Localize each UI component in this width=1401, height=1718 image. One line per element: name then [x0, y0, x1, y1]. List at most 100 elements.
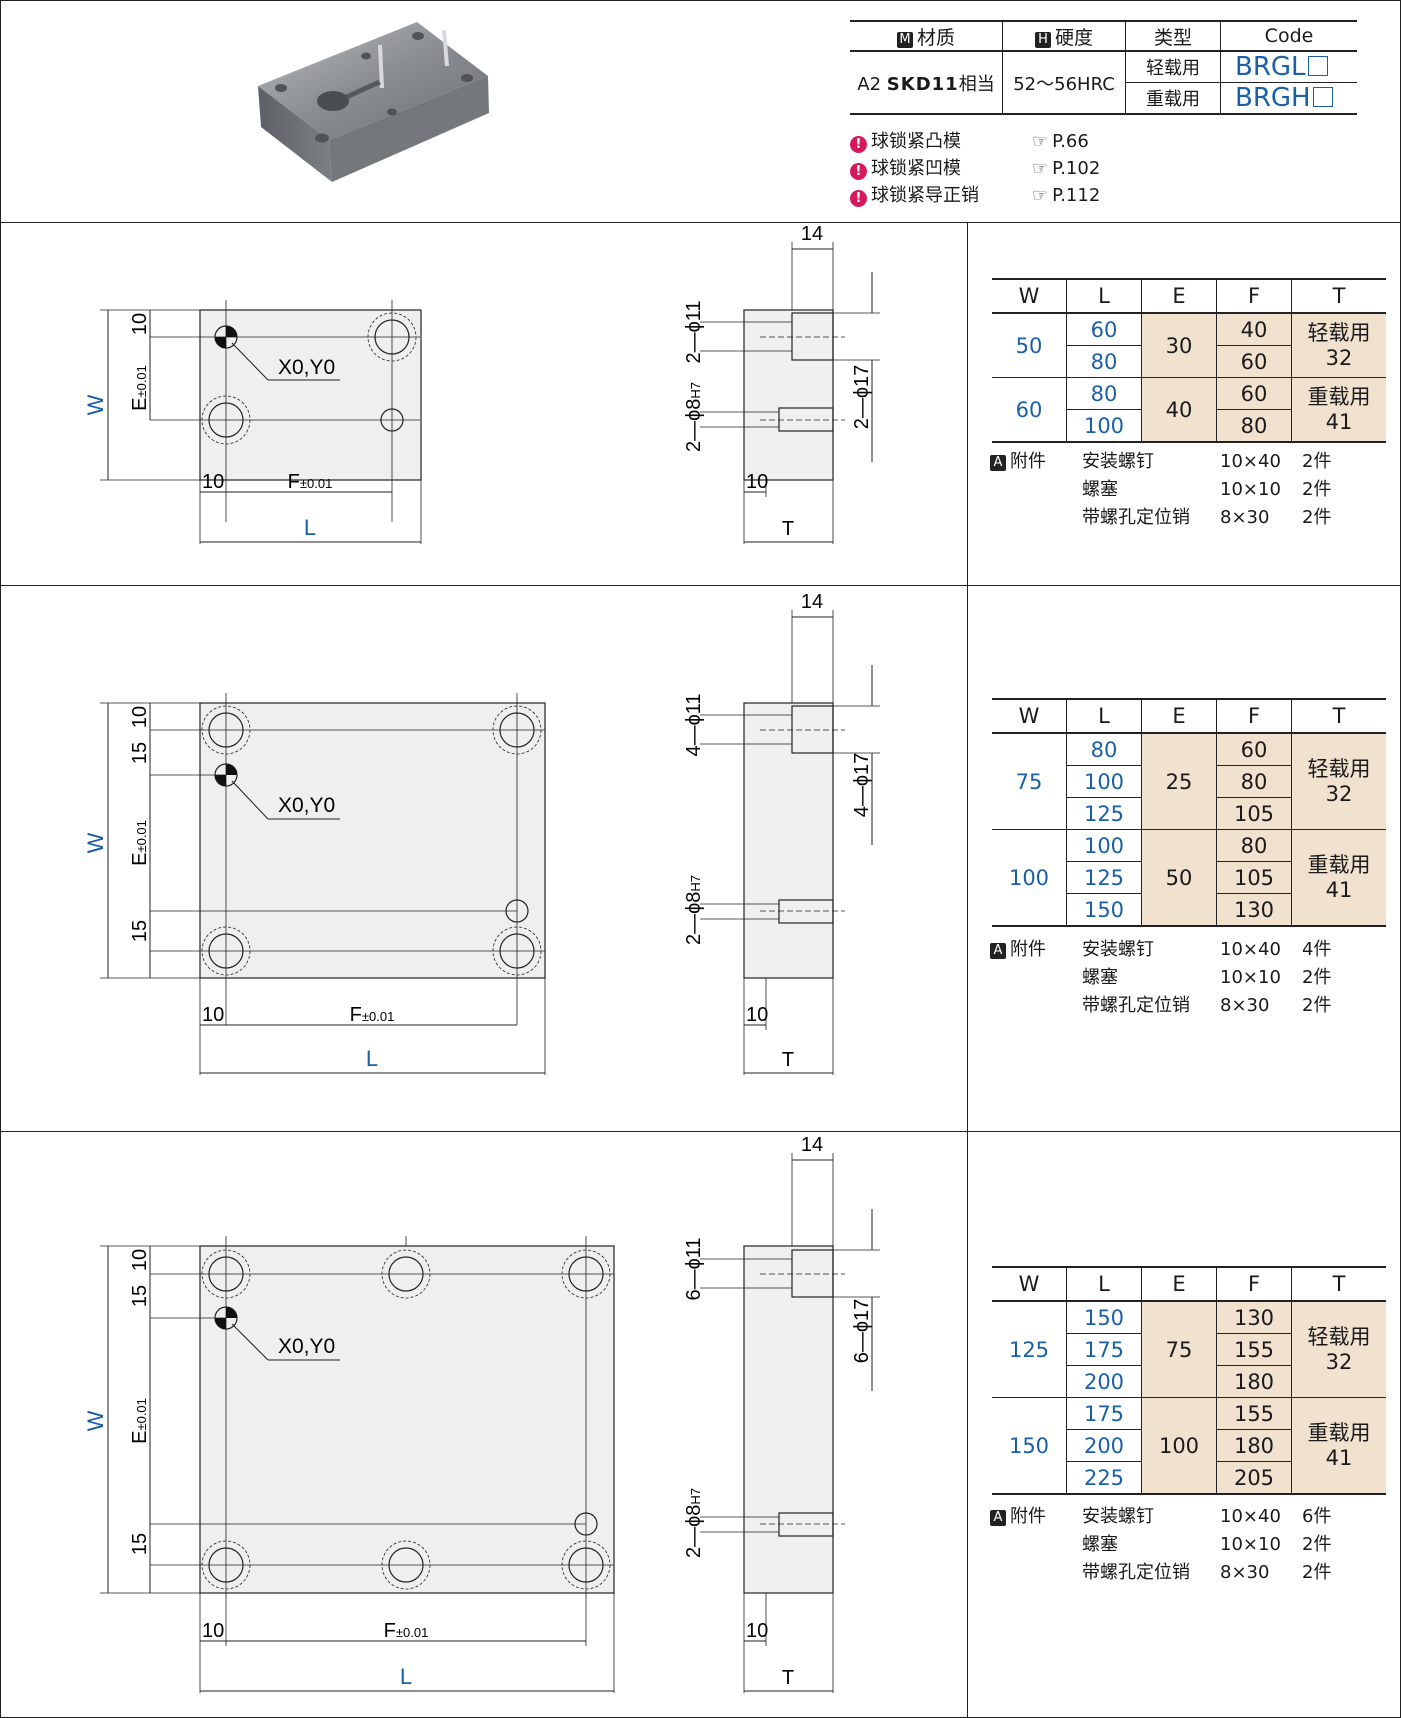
size-header: T	[1291, 278, 1386, 314]
dim-phi11-label: 2—ϕ11	[683, 300, 705, 363]
reference-name: 球锁紧导正销	[871, 185, 979, 206]
dim-L-label: L	[304, 515, 316, 540]
code-text: BRGL	[1235, 52, 1306, 82]
accessory-size: 10×10	[1220, 1534, 1281, 1555]
size-header: E	[1141, 1266, 1217, 1302]
pointing-hand-icon: ☞	[1032, 158, 1049, 179]
dim-T-label: T	[782, 518, 794, 540]
accessory-qty: 2件	[1302, 967, 1332, 988]
dim-F-label: F±0.01	[288, 471, 333, 493]
reference-item[interactable]: !球锁紧导正销 ☞P.112	[850, 182, 1250, 209]
dim-15-label: 15	[129, 742, 151, 764]
dim-10-label: 10	[746, 1620, 768, 1642]
side-view-drawing: 14 6—ϕ11 2—ϕ8H7 6—ϕ17 10 T	[683, 1134, 880, 1693]
accessory-label: 附件	[1010, 451, 1046, 472]
cell-W: 125	[992, 1301, 1067, 1398]
reference-item[interactable]: !球锁紧凹模 ☞P.102	[850, 155, 1250, 182]
size-header: W	[992, 1266, 1067, 1302]
accessory-item: 螺塞 10×10 2件	[990, 964, 1370, 992]
dim-phi17-label: 6—ϕ17	[851, 1299, 873, 1364]
material-cell: A2 SKD11相当	[850, 51, 1003, 115]
accessory-size: 10×10	[1220, 967, 1281, 988]
t-value: 32	[1325, 345, 1353, 370]
spec-header-label: 硬度	[1054, 26, 1093, 49]
size-header: W	[992, 278, 1067, 314]
cell-L: 60	[1066, 313, 1142, 346]
type-cell: 轻载用	[1125, 51, 1221, 83]
reference-page[interactable]: P.102	[1052, 158, 1101, 179]
dim-14-label: 14	[801, 591, 823, 613]
accessory-qty: 6件	[1302, 1506, 1332, 1527]
cell-L: 150	[1066, 1301, 1142, 1334]
plan-view-drawing: X0,Y0 W 10 15 E±0.01 15 10 F±0.01 L	[83, 693, 546, 1075]
cell-F: 80	[1216, 829, 1292, 862]
cell-E: 25	[1141, 733, 1217, 830]
cell-F: 60	[1216, 345, 1292, 378]
t-value: 41	[1325, 409, 1353, 434]
accessory-qty: 2件	[1302, 995, 1332, 1016]
accessory-badge: A	[990, 1510, 1006, 1526]
dim-phi8-label: 2—ϕ8H7	[683, 875, 705, 945]
t-value: 32	[1325, 1349, 1353, 1374]
accessory-size: 10×10	[1220, 479, 1281, 500]
cell-E: 75	[1141, 1301, 1217, 1398]
reference-item[interactable]: !球锁紧凸模 ☞P.66	[850, 128, 1250, 155]
origin-label: X0,Y0	[278, 356, 335, 379]
cell-W: 150	[992, 1397, 1067, 1495]
dim-W-label: W	[83, 1410, 108, 1431]
cell-F: 60	[1216, 733, 1292, 766]
dim-10-label: 10	[202, 1004, 224, 1026]
reference-page[interactable]: P.66	[1052, 131, 1089, 152]
cell-L: 125	[1066, 797, 1142, 830]
t-label: 轻载用	[1307, 1324, 1371, 1349]
code-cell: BRGL	[1220, 51, 1357, 83]
dim-W-label: W	[83, 832, 108, 853]
accessory-item: 带螺孔定位销 8×30 2件	[990, 992, 1370, 1020]
size-header: E	[1141, 698, 1217, 734]
accessory-item: 带螺孔定位销 8×30 2件	[990, 1559, 1370, 1587]
accessory-item: 带螺孔定位销 8×30 2件	[990, 504, 1370, 532]
accessory-name: 安装螺钉	[1082, 939, 1154, 960]
size-header: F	[1216, 1266, 1292, 1302]
accessory-qty: 2件	[1302, 479, 1332, 500]
dim-10-label: 10	[202, 471, 224, 493]
dim-F-label: F±0.01	[350, 1004, 395, 1026]
accessory-size: 10×40	[1220, 1506, 1281, 1527]
size-header: L	[1066, 1266, 1142, 1302]
dim-E-label: E±0.01	[129, 365, 151, 411]
accessory-size: 10×40	[1220, 939, 1281, 960]
cell-E: 30	[1141, 313, 1217, 378]
cell-L: 175	[1066, 1397, 1142, 1430]
reference-page[interactable]: P.112	[1052, 185, 1101, 206]
cell-F: 105	[1216, 797, 1292, 830]
cell-F: 155	[1216, 1333, 1292, 1366]
size-header: W	[992, 698, 1067, 734]
dim-15-label: 15	[129, 1285, 151, 1307]
cell-F: 130	[1216, 893, 1292, 927]
cell-W: 75	[992, 733, 1067, 830]
accessory-name: 螺塞	[1082, 967, 1118, 988]
t-label: 重载用	[1307, 852, 1371, 877]
accessory-qty: 2件	[1302, 1534, 1332, 1555]
hardness-badge: H	[1034, 31, 1051, 48]
side-view-drawing: 14 2—ϕ11 2—ϕ8H7 2—ϕ17 10 T	[683, 223, 880, 544]
t-label: 轻载用	[1307, 756, 1371, 781]
spec-header-label: 材质	[916, 26, 955, 49]
dim-10-label: 10	[746, 471, 768, 493]
accessory-qty: 4件	[1302, 939, 1332, 960]
size-header: L	[1066, 698, 1142, 734]
plan-view-drawing: X0,Y0 W 10 E±0.01 10 F±0.01 L	[83, 300, 422, 544]
cell-F: 80	[1216, 409, 1292, 443]
cell-F: 205	[1216, 1461, 1292, 1495]
accessory-size: 8×30	[1220, 1562, 1270, 1583]
origin-label: X0,Y0	[278, 794, 335, 817]
